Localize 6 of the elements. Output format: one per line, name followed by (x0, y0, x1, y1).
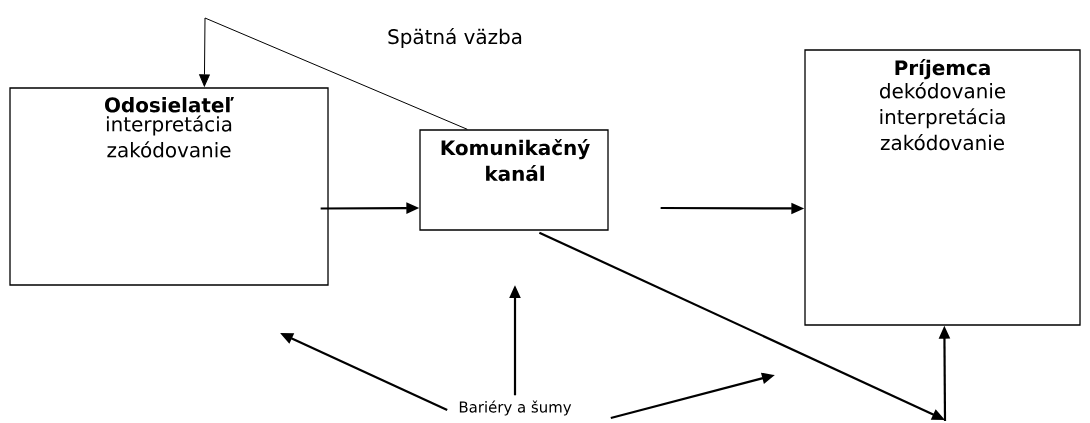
process-box: Odosielateľ interpretácia zakódovanie (9, 87, 329, 286)
edge-label: Spätná väzba (385, 25, 525, 51)
note-text: Bariéry a šumy (459, 400, 572, 416)
arrow (199, 17, 468, 130)
process-box: Príjemca dekódovanie interpretácia zakódovanie (804, 49, 1081, 326)
process-box: Komunikačný kanál (419, 129, 609, 231)
